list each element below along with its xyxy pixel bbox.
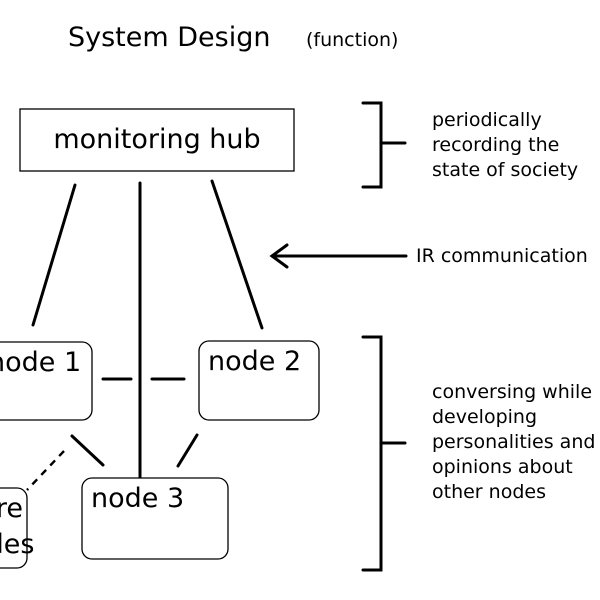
monitoring-hub-box: monitoring hub: [19, 108, 295, 172]
nodes-note-bracket: [361, 335, 383, 572]
hub-note-line3: state of society: [432, 159, 578, 181]
diagram-subtitle: (function): [306, 29, 398, 51]
node1-label: node 1: [0, 347, 81, 378]
node2-box: node 2: [198, 340, 320, 421]
hub-note-line2: recording the: [432, 134, 559, 156]
node2-label: node 2: [208, 346, 301, 377]
node3-label: node 3: [91, 483, 184, 514]
hub-note-line1: periodically: [432, 109, 542, 131]
hub-to-node1-line: [31, 183, 77, 327]
nodes-note-line3: personalities and: [432, 431, 595, 453]
nodes-note-line1: conversing while: [432, 381, 592, 403]
nodes-note-line2: developing: [432, 406, 537, 428]
more-nodes-box: more nodes: [0, 487, 34, 569]
hub-note-bracket: [361, 101, 383, 189]
nodes-note-line5: other nodes: [432, 481, 546, 503]
ir-arrow-head: [269, 243, 289, 269]
ir-note-label: IR communication: [416, 245, 588, 267]
diagram-title: System Design: [68, 22, 271, 53]
more-nodes-dashed-line: [26, 450, 65, 491]
more-nodes-label-line1: more: [0, 493, 23, 524]
nodes-note-line4: opinions about: [432, 456, 573, 478]
hub-to-node2-line: [210, 179, 264, 330]
node1-box: node 1: [0, 341, 93, 421]
node3-box: node 3: [81, 477, 229, 560]
monitoring-hub-label: monitoring hub: [53, 124, 260, 155]
node2-to-node3-line: [176, 433, 199, 468]
more-nodes-label-line2: nodes: [0, 529, 34, 560]
node1-to-node3-line: [70, 434, 105, 467]
